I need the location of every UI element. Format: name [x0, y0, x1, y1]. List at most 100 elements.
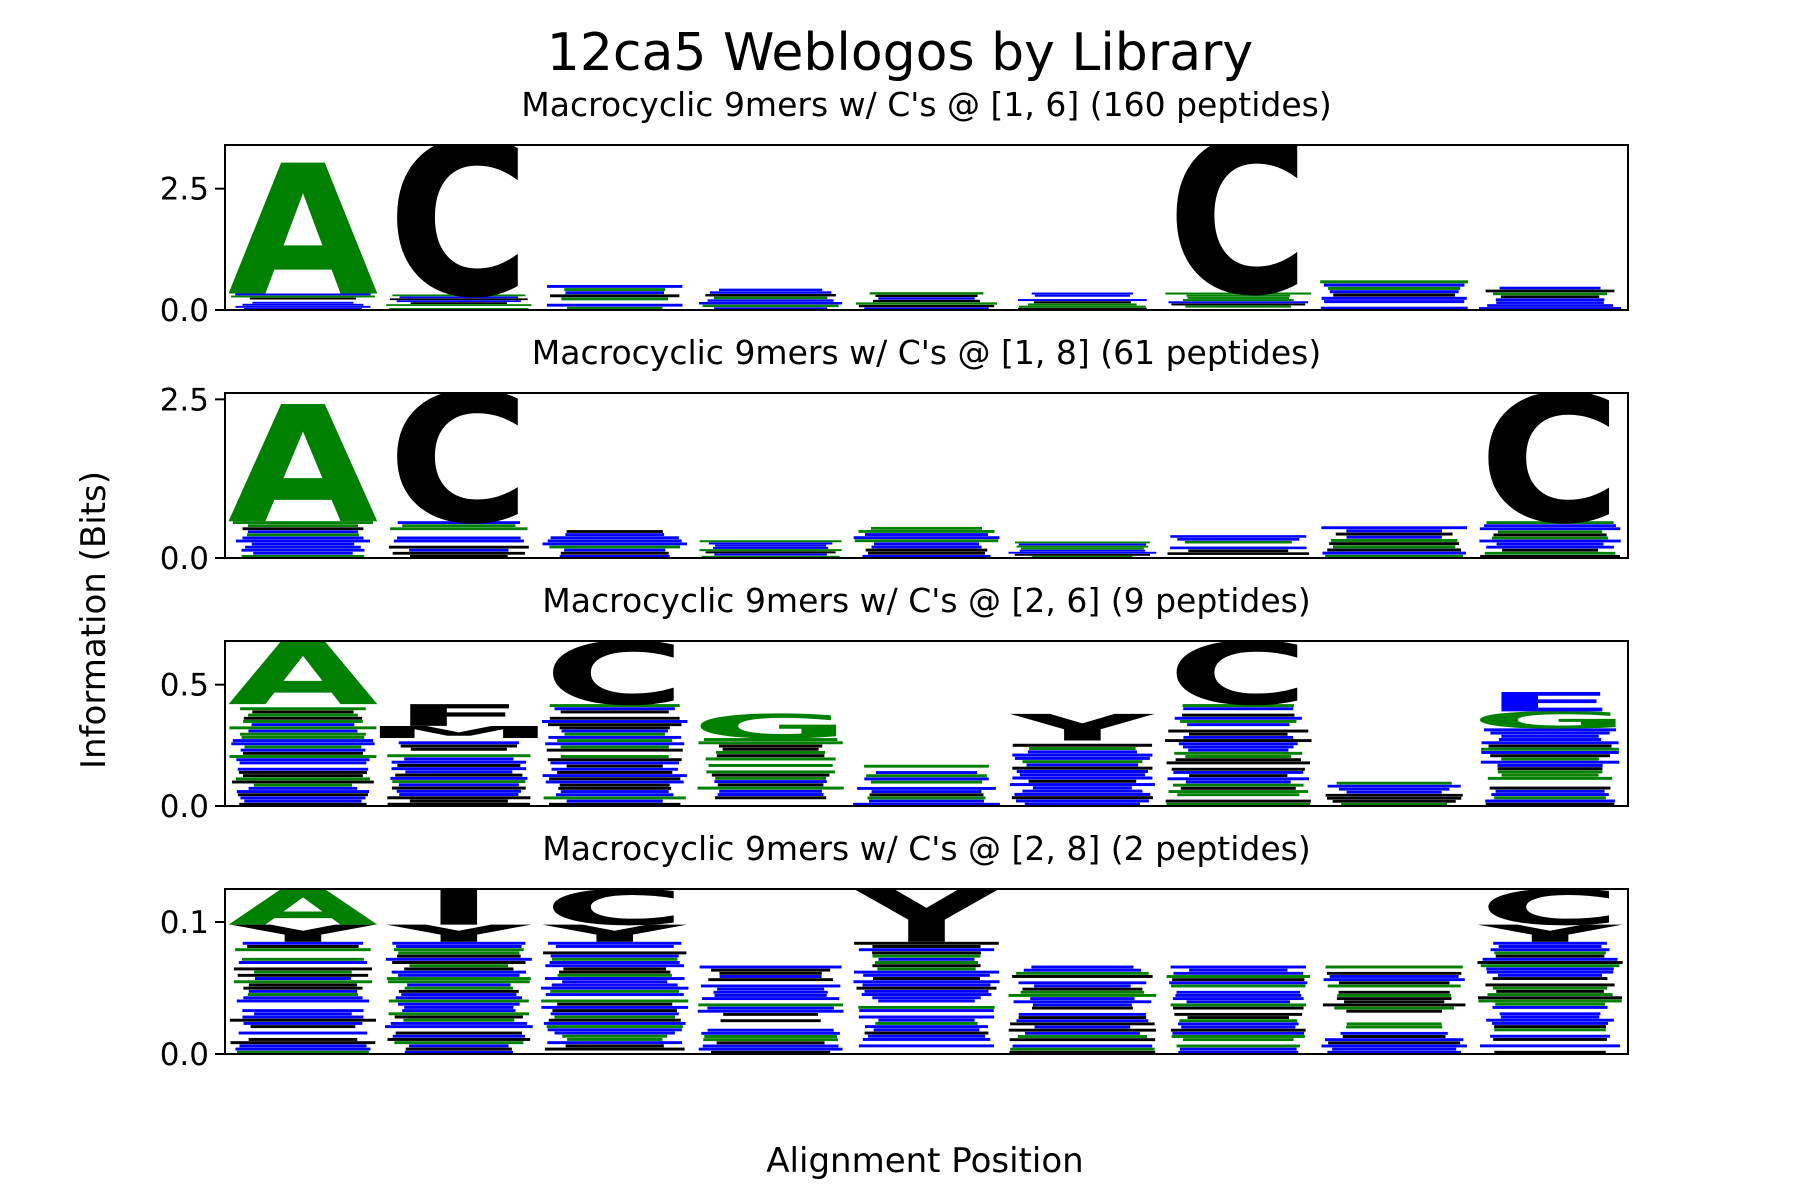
logo-minor-band: [714, 553, 827, 556]
logo-minor-band: [1496, 780, 1604, 784]
logo-minor-band: [1031, 292, 1134, 295]
logo-minor-band: [1501, 757, 1599, 761]
logo-minor-band: [1171, 767, 1305, 771]
logo-minor-band: [1329, 542, 1460, 546]
logo-minor-band: [1166, 975, 1311, 978]
logo-minor-band: [708, 763, 833, 767]
logo-minor-band: [1481, 741, 1619, 745]
y-tick-label: 0.1: [160, 905, 209, 941]
logo-minor-band: [1188, 549, 1289, 553]
logo-minor-band: [1028, 303, 1137, 306]
logo-minor-band: [856, 986, 997, 990]
logo-minor-band: [1328, 1041, 1461, 1045]
logo-minor-band: [1170, 1028, 1306, 1032]
logo-minor-band: [409, 1044, 509, 1048]
logo-minor-band: [545, 780, 684, 784]
logo-minor-band: [1490, 1034, 1610, 1038]
logo-minor-band: [404, 967, 514, 971]
logo-minor-band: [862, 554, 991, 558]
logo-minor-band: [242, 941, 364, 945]
logo-minor-band: [1332, 1028, 1457, 1032]
logo-minor-band: [705, 293, 836, 297]
logo-minor-band: [1183, 745, 1294, 749]
logo-minor-band: [240, 748, 366, 752]
logo-minor-band: [248, 729, 358, 733]
logo-minor-band: [560, 755, 669, 758]
logo-minor-band: [1329, 1012, 1460, 1016]
logo-minor-band: [252, 1002, 354, 1006]
logo-minor-band: [1501, 773, 1599, 777]
logo-minor-band: [1176, 990, 1301, 994]
logo-minor-band: [239, 761, 367, 765]
logo-minor-band: [566, 764, 663, 768]
logo-minor-band: [541, 999, 689, 1003]
logo-minor-band: [872, 299, 981, 303]
logo-minor-band: [1009, 783, 1155, 787]
logo-minor-band: [251, 542, 355, 546]
logo-minor-band: [866, 774, 987, 778]
logo-minor-band: [398, 973, 520, 977]
logo-minor-band: [239, 1044, 367, 1048]
panel-title: Macrocyclic 9mers w/ C's @ [2, 8] (2 pep…: [542, 829, 1310, 868]
logo-minor-band: [1176, 1044, 1300, 1048]
logo-minor-band: [1487, 993, 1613, 997]
logo-minor-band: [862, 983, 991, 987]
logo-minor-band: [1178, 1050, 1299, 1054]
logo-minor-band: [1010, 1047, 1155, 1051]
logo-letter-Y: Y: [386, 920, 532, 947]
logo-minor-band: [702, 802, 839, 806]
logo-minor-band: [1325, 965, 1463, 969]
logo-minor-band: [1169, 546, 1307, 550]
logo-minor-band: [1321, 1044, 1467, 1048]
logo-minor-band: [1494, 951, 1606, 955]
logo-minor-band: [551, 281, 678, 285]
logo-minor-band: [1496, 301, 1604, 304]
logo-minor-band: [1031, 1006, 1133, 1010]
logo-minor-band: [1486, 1018, 1614, 1022]
logo-minor-band: [547, 284, 683, 288]
logo-letter-E: E: [1484, 687, 1617, 718]
logo-letter-Y: Y: [230, 920, 376, 947]
logo-minor-band: [854, 970, 999, 974]
logo-letter-G: G: [691, 707, 851, 746]
logo-minor-band: [858, 1005, 995, 1009]
logo-minor-band: [242, 1015, 364, 1019]
logo-minor-band: [564, 548, 666, 552]
logo-minor-band: [559, 554, 670, 558]
logo-minor-band: [1333, 293, 1456, 297]
logo-letter-C: C: [1167, 96, 1310, 343]
logo-minor-band: [392, 551, 525, 555]
logo-minor-band: [868, 551, 985, 555]
logo-minor-band: [249, 951, 357, 955]
logo-minor-band: [393, 539, 524, 543]
logo-minor-band: [549, 777, 681, 781]
logo-minor-band: [409, 964, 509, 968]
logo-minor-band: [1173, 770, 1304, 774]
logo-minor-band: [1492, 1021, 1609, 1025]
logo-minor-band: [1165, 739, 1312, 743]
logo-minor-band: [716, 1041, 825, 1045]
logo-minor-band: [1327, 784, 1461, 788]
logo-minor-band: [716, 751, 826, 754]
logo-minor-band: [1342, 303, 1446, 307]
logo-minor-band: [561, 297, 669, 301]
logo-minor-band: [1340, 1031, 1448, 1035]
logo-minor-band: [856, 302, 997, 305]
logo-letter-C: C: [387, 357, 530, 564]
logo-minor-band: [398, 741, 519, 745]
logo-minor-band: [720, 1019, 821, 1023]
logo-minor-band: [559, 783, 670, 787]
logo-minor-band: [1324, 1038, 1464, 1042]
y-tick-label: 2.5: [160, 382, 209, 418]
logo-minor-band: [1172, 1006, 1304, 1010]
logo-minor-band: [702, 1044, 839, 1048]
logo-minor-band: [878, 1002, 975, 1006]
logo-minor-band: [384, 1025, 533, 1029]
logo-minor-band: [875, 771, 978, 775]
logo-minor-band: [703, 760, 838, 764]
logo-panel-2: Macrocyclic 9mers w/ C's @ [1, 8] (61 pe…: [160, 333, 1629, 577]
logo-minor-band: [1328, 286, 1461, 290]
logo-minor-band: [864, 989, 989, 993]
logo-minor-band: [876, 1012, 977, 1016]
